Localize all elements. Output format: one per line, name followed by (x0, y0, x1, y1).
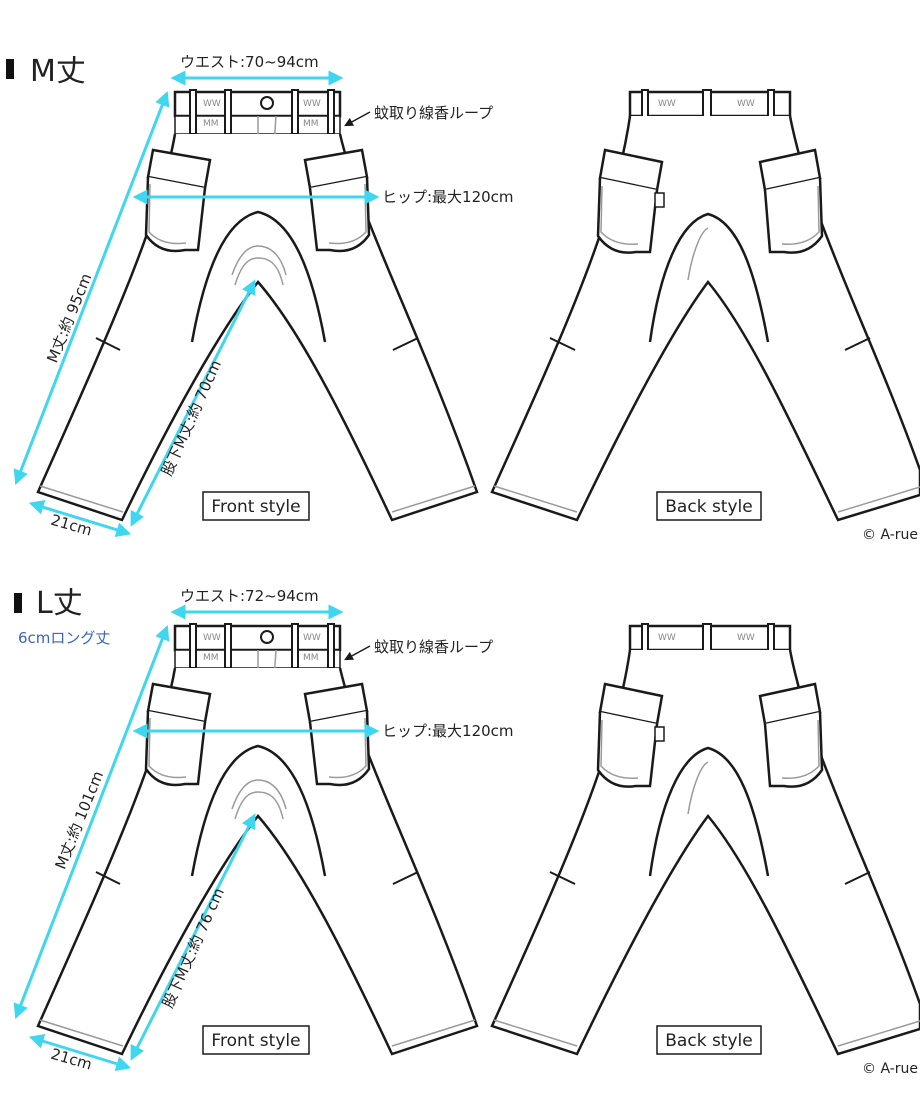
waist-label: ウエスト:72~94cm (180, 587, 319, 605)
front-style-label: Front style (211, 497, 300, 517)
front-pants-drawing (36, 88, 479, 522)
loop-label: 蚊取り線香ループ (374, 638, 493, 656)
hem-label: 21cm (49, 1045, 94, 1074)
front-style-label: Front style (211, 1031, 300, 1051)
front-pants-drawing (36, 622, 479, 1056)
hip-label: ヒップ:最大120cm (382, 722, 514, 740)
section-m: M丈 ウエスト:70~94cm 蚊取り線香ループ ヒップ:最大120cm M丈:… (6, 53, 920, 543)
title-marker (14, 593, 22, 613)
front-style-box (202, 1025, 310, 1055)
section-title: M丈 (30, 54, 86, 89)
back-style-label: Back style (665, 1031, 752, 1051)
back-style-box (656, 1025, 762, 1055)
front-style-box (202, 491, 310, 521)
long-note: 6cmロング丈 (18, 629, 110, 647)
loop-label: 蚊取り線香ループ (374, 104, 493, 122)
back-pants-drawing (490, 88, 920, 522)
back-style-label: Back style (665, 497, 752, 517)
section-title: L丈 (36, 586, 83, 621)
title-marker (6, 59, 14, 79)
copyright-text: © A-rue (862, 527, 918, 543)
section-l: L丈 6cmロング丈 ウエスト:72~94cm 蚊取り線香ループ ヒップ:最大1… (14, 586, 920, 1077)
back-style-box (656, 491, 762, 521)
back-pants-drawing (490, 622, 920, 1056)
hip-label: ヒップ:最大120cm (382, 188, 514, 206)
waist-label: ウエスト:70~94cm (180, 53, 319, 71)
hem-label: 21cm (49, 511, 94, 540)
length-label: M丈:約 95cm (43, 271, 95, 366)
copyright-text: © A-rue (862, 1061, 918, 1077)
